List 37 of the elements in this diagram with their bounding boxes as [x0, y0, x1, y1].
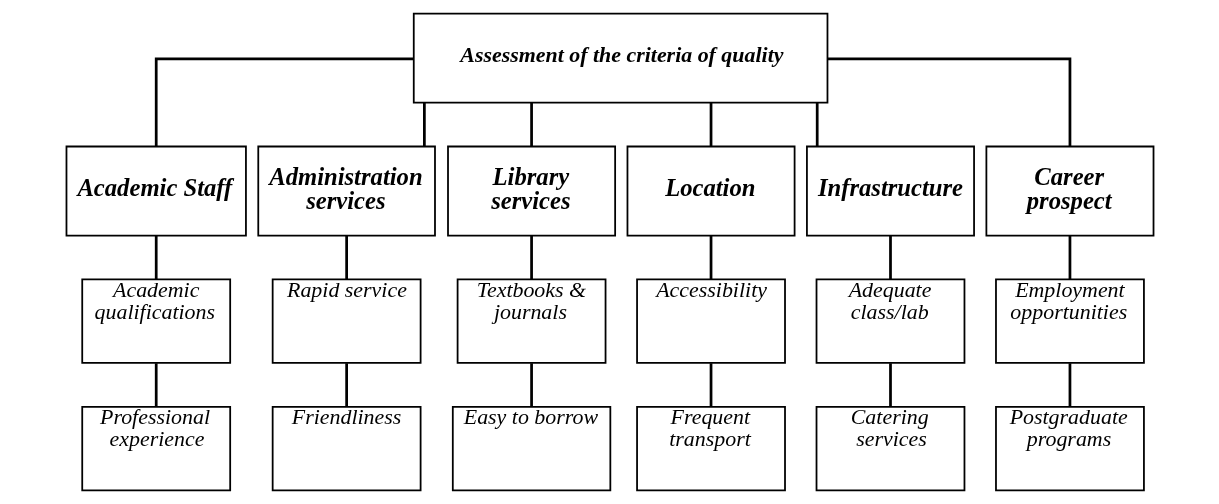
connector	[344, 235, 348, 280]
node-box: Friendliness	[271, 405, 421, 492]
connector	[888, 235, 892, 280]
connector	[154, 363, 158, 407]
connector	[888, 363, 892, 407]
node-box: Catering services	[815, 405, 965, 492]
node-box: Location	[626, 145, 795, 237]
connector	[422, 102, 426, 147]
node-box: Easy to borrow	[451, 405, 611, 492]
connector	[1068, 235, 1071, 280]
node-box: Academic Staff	[65, 145, 247, 237]
connector	[344, 363, 348, 407]
node-box: Academic qualifications	[80, 278, 231, 364]
node-box: Frequent transport	[635, 405, 786, 492]
node-box: Postgraduate programs	[994, 405, 1145, 492]
connector	[529, 363, 533, 407]
connector	[815, 102, 819, 147]
node-box: Employment opportunities	[994, 278, 1145, 364]
node-box: Textbooks & journals	[456, 278, 606, 364]
connector	[709, 363, 712, 407]
node-box: Professional experience	[80, 405, 231, 492]
node-box: Administration services	[256, 145, 436, 237]
connector	[154, 235, 158, 280]
node-box: Library services	[446, 145, 616, 237]
node-box: Adequate class/lab	[815, 278, 965, 364]
connector	[709, 102, 712, 147]
connector	[529, 235, 533, 280]
node-box: Accessibility	[635, 278, 786, 364]
connector	[709, 235, 712, 280]
node-box: Infrastructure	[805, 145, 975, 237]
connector	[827, 57, 1071, 147]
node-box: Career prospect	[985, 145, 1154, 237]
connector	[1068, 363, 1071, 407]
connector	[154, 57, 414, 147]
node-box: Assessment of the criteria of quality	[412, 12, 828, 104]
connector	[529, 102, 533, 147]
node-box: Rapid service	[271, 278, 421, 364]
